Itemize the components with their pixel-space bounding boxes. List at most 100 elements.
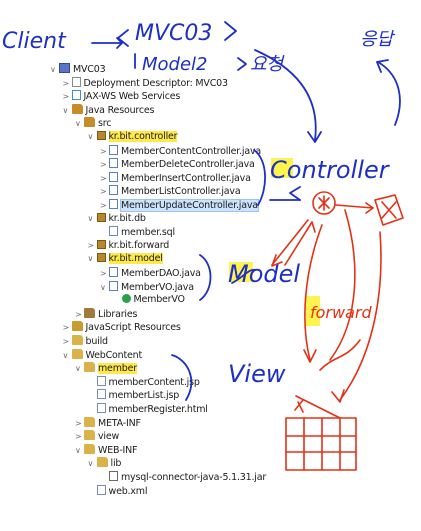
tree-item[interactable]: > kr.bit.forward	[87, 239, 170, 254]
java-file-icon	[109, 280, 118, 291]
tree-item-label: MemberInsertController.java	[121, 172, 251, 184]
tree-item-label: member	[98, 363, 137, 375]
descriptor-icon	[71, 76, 81, 87]
tree-item-label: MemberUpdateController.java	[120, 199, 259, 212]
tree-item[interactable]: ∨ member	[75, 362, 137, 376]
expanded-chevron-icon[interactable]: ∨	[87, 459, 94, 469]
expanded-chevron-icon[interactable]: ∨	[62, 105, 69, 115]
collapsed-chevron-icon[interactable]: >	[100, 146, 107, 156]
tree-item-label: lib	[110, 458, 122, 470]
collapsed-chevron-icon[interactable]: >	[100, 269, 107, 278]
expanded-chevron-icon[interactable]: ∨	[62, 350, 69, 360]
tree-item[interactable]: > JavaScript Resources	[63, 321, 181, 335]
tree-item[interactable]: ∨ WebContent	[62, 348, 143, 363]
tree-item[interactable]: > MemberInsertController.java	[100, 171, 251, 186]
project-icon	[59, 63, 70, 73]
tree-item-label: kr.bit.forward	[108, 239, 170, 251]
expanded-chevron-icon[interactable]: ∨	[75, 445, 81, 455]
tree-item[interactable]: ∨ lib	[87, 457, 122, 471]
java-file-icon	[109, 199, 118, 209]
collapsed-chevron-icon[interactable]: >	[75, 418, 82, 428]
tree-item-label: MemberVO.java	[121, 281, 194, 293]
tree-item[interactable]: MemberVO	[113, 294, 185, 308]
tree-item[interactable]: >build	[63, 335, 108, 349]
tree-item-label: JavaScript Resources	[85, 322, 181, 334]
collapsed-chevron-icon[interactable]: >	[75, 432, 82, 442]
tree-item[interactable]: >MemberDAO.java	[100, 267, 201, 281]
collapsed-chevron-icon[interactable]: >	[62, 92, 70, 102]
tree-item[interactable]: > view	[75, 430, 119, 444]
tree-item[interactable]: > MemberDeleteController.java	[100, 158, 255, 172]
java-file-icon	[109, 144, 118, 155]
folder-icon	[84, 430, 95, 441]
tree-item[interactable]: ∨ MemberVO.java	[100, 280, 194, 295]
jsp-file-icon	[96, 375, 106, 386]
tree-item-label: Deployment Descriptor: MVC03	[83, 77, 229, 89]
java-file-icon	[109, 171, 118, 182]
tree-item[interactable]: > Deployment Descriptor: MVC03	[62, 76, 229, 91]
expanded-chevron-icon[interactable]: ∨	[87, 254, 94, 264]
folder-icon	[84, 443, 95, 454]
tree-item-label: web.xml	[108, 485, 148, 497]
tree-item[interactable]: > MemberUpdateController.java	[100, 199, 259, 213]
tree-item[interactable]: mysql-connector-java-5.1.31.jar	[100, 471, 266, 485]
collapsed-chevron-icon[interactable]: >	[100, 160, 107, 170]
folder-icon	[71, 335, 83, 345]
tree-item[interactable]: ∨ kr.bit.db	[87, 212, 146, 227]
tree-item[interactable]: >MemberContentController.java	[100, 144, 261, 159]
collapsed-chevron-icon[interactable]: >	[62, 78, 70, 88]
tree-item[interactable]: ∨ MVC03	[50, 63, 106, 77]
folder-icon	[84, 362, 95, 373]
sql-file-icon	[109, 226, 118, 237]
tree-item-label: MVC03	[73, 64, 106, 75]
collapsed-chevron-icon[interactable]: >	[87, 240, 95, 250]
tree-item-label: memberContent.jsp	[108, 376, 200, 388]
tree-item[interactable]: web.xml	[88, 484, 148, 499]
expanded-chevron-icon[interactable]: ∨	[75, 119, 81, 129]
collapsed-chevron-icon[interactable]: >	[100, 201, 107, 210]
tree-item[interactable]: > JAX-WS Web Services	[62, 90, 181, 104]
expanded-chevron-icon[interactable]: ∨	[100, 282, 106, 292]
collapsed-chevron-icon[interactable]: >	[62, 337, 70, 346]
tree-item[interactable]: ∨Java Resources	[62, 103, 155, 118]
tree-item[interactable]: memberList.jsp	[88, 389, 179, 403]
expanded-chevron-icon[interactable]: ∨	[87, 132, 94, 141]
package-icon	[96, 253, 106, 263]
tree-item[interactable]: member.sql	[100, 226, 175, 240]
tree-item[interactable]: >META-INF	[75, 416, 141, 431]
webservice-icon	[71, 90, 81, 101]
tree-item[interactable]: >Libraries	[75, 307, 137, 322]
tree-item-label: kr.bit.db	[108, 212, 146, 224]
tree-item-label: MemberDeleteController.java	[121, 159, 255, 171]
tree-item[interactable]: > MemberListController.java	[100, 185, 241, 199]
java-file-icon	[109, 158, 118, 169]
expanded-chevron-icon[interactable]: ∨	[50, 65, 56, 74]
html-file-icon	[96, 403, 106, 413]
tree-item[interactable]: memberContent.jsp	[88, 375, 200, 390]
java-resources-icon	[71, 103, 83, 114]
tree-item[interactable]: ∨WEB-INF	[75, 443, 138, 458]
jar-file-icon	[109, 471, 118, 481]
tree-item-label: view	[98, 431, 120, 443]
folder-icon	[71, 348, 83, 359]
tree-item[interactable]: memberRegister.html	[88, 403, 208, 417]
tree-item-label: kr.bit.controller	[108, 131, 178, 142]
collapsed-chevron-icon[interactable]: >	[100, 173, 107, 183]
collapsed-chevron-icon[interactable]: >	[62, 323, 70, 333]
tree-item-label: WebContent	[85, 349, 143, 361]
tree-item-label: memberRegister.html	[108, 404, 208, 415]
tree-item-label: src	[98, 118, 112, 130]
tree-item[interactable]: ∨ kr.bit.controller	[88, 131, 178, 145]
tree-item-label: MemberListController.java	[121, 186, 241, 198]
jsp-file-icon	[96, 389, 106, 400]
tree-item[interactable]: ∨ src	[75, 117, 111, 131]
tree-item[interactable]: ∨kr.bit.model	[88, 253, 163, 267]
folder-icon	[84, 416, 95, 427]
collapsed-chevron-icon[interactable]: >	[75, 309, 82, 319]
collapsed-chevron-icon[interactable]: >	[100, 187, 107, 197]
expanded-chevron-icon[interactable]: ∨	[75, 364, 81, 374]
expanded-chevron-icon[interactable]: ∨	[87, 213, 94, 223]
tree-item-label: JAX-WS Web Services	[83, 91, 181, 103]
tree-item-label: mysql-connector-java-5.1.31.jar	[121, 472, 267, 483]
